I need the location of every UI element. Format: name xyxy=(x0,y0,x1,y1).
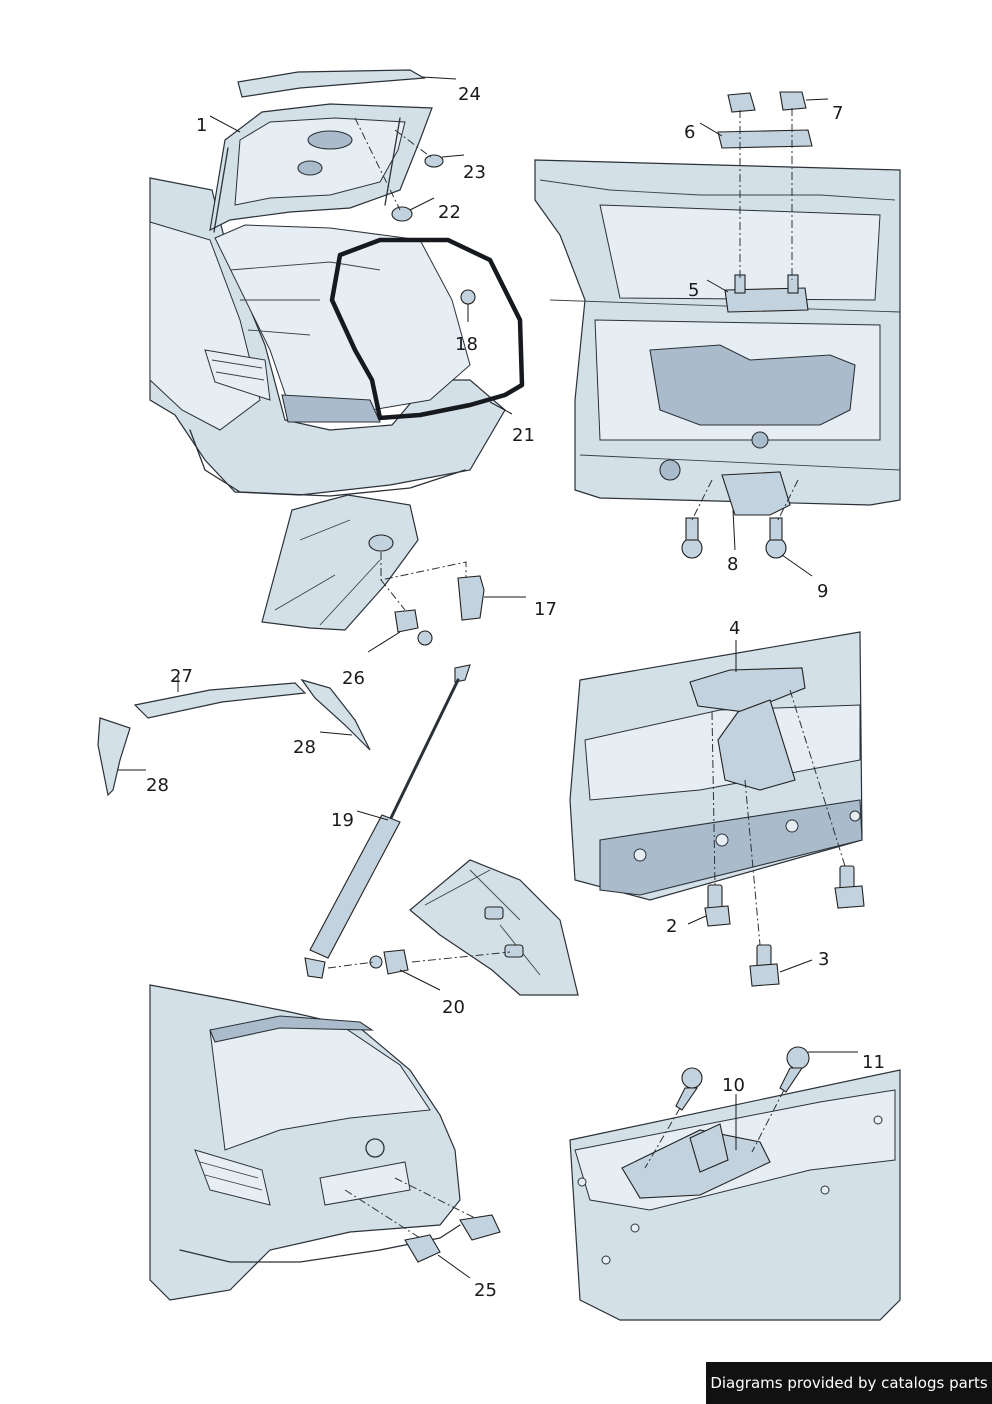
callout-28-right: 28 xyxy=(293,737,316,758)
callout-25: 23 xyxy=(463,162,486,183)
callout-9: 9 xyxy=(817,581,828,602)
callout-19: 19 xyxy=(331,810,354,831)
callout-10: 10 xyxy=(722,1075,745,1096)
callout-22: 21 xyxy=(512,425,535,446)
callout-2: 2 xyxy=(666,916,677,937)
callout-1: 1 xyxy=(196,115,207,136)
callout-27: 27 xyxy=(170,666,193,687)
view-gas-strut xyxy=(304,664,579,996)
view-strut-upper-mount xyxy=(261,494,526,653)
view-tailgate-open xyxy=(149,69,525,497)
callout-18: 18 xyxy=(455,334,478,355)
callout-21: 26 xyxy=(342,668,365,689)
view-tailgate-lock xyxy=(569,1046,901,1321)
callout-11: 11 xyxy=(862,1052,885,1073)
view-rear-closed xyxy=(149,984,501,1301)
view-hinge xyxy=(569,631,865,987)
view-latch-panel xyxy=(534,91,901,577)
diagram-credit: Diagrams provided by catalogs parts xyxy=(706,1362,992,1404)
callout-3: 3 xyxy=(818,949,829,970)
callout-4: 4 xyxy=(729,618,740,639)
callout-26: 24 xyxy=(458,84,481,105)
callout-5: 5 xyxy=(688,280,699,301)
callout-17: 17 xyxy=(534,599,557,620)
callout-8: 8 xyxy=(727,554,738,575)
callout-6: 6 xyxy=(684,122,695,143)
view-trim-strips xyxy=(97,676,371,797)
callout-20: 20 xyxy=(442,997,465,1018)
callout-28-left: 28 xyxy=(146,775,169,796)
callout-24: 22 xyxy=(438,202,461,223)
callout-7: 7 xyxy=(832,103,843,124)
callout-23: 25 xyxy=(474,1280,497,1301)
